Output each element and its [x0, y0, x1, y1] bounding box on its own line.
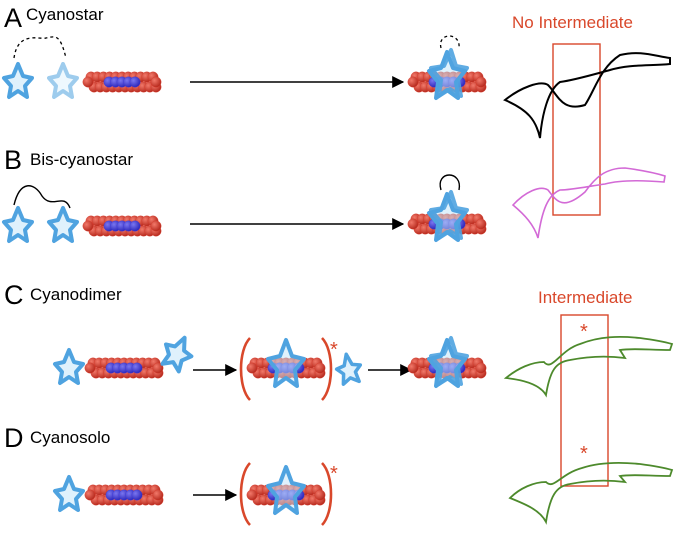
nitrogen-atom	[131, 489, 143, 501]
bracket-icon	[239, 462, 252, 526]
cv-trace-icon	[503, 336, 674, 398]
intermediate-mark: *	[580, 321, 588, 343]
oxygen-atom	[246, 362, 258, 374]
panel-a: A Cyanostar No Intermediate	[2, 3, 671, 216]
cyanostar-icon	[2, 62, 34, 99]
anion-rod-icon	[82, 215, 162, 237]
oxygen-atom	[150, 220, 162, 232]
cyanostar-icon	[53, 475, 85, 512]
oxygen-atom	[82, 220, 94, 232]
panel-name: Cyanosolo	[30, 428, 110, 447]
bracket-icon	[239, 337, 252, 401]
bracket-icon	[320, 337, 333, 401]
cyanostar-icon	[53, 348, 85, 385]
cv-annotation: Intermediate	[538, 288, 633, 307]
cyanostar-icon	[334, 352, 363, 386]
oxygen-atom	[82, 76, 94, 88]
anion-rod-icon	[84, 484, 164, 506]
panel-b: B Bis-cyanostar	[2, 145, 666, 243]
panel-letter: C	[4, 280, 24, 310]
highlight-box	[560, 314, 609, 487]
cyanostar-icon	[47, 206, 79, 243]
oxygen-atom	[407, 362, 419, 374]
oxygen-atom	[314, 489, 326, 501]
highlight-box	[552, 43, 601, 216]
intermediate-mark: *	[330, 463, 338, 485]
panel-name: Bis-cyanostar	[30, 150, 133, 169]
anion-rod-icon	[82, 71, 162, 93]
panel-c: C Cyanodimer * Intermediate *	[4, 280, 674, 487]
panel-letter: A	[4, 3, 22, 33]
oxygen-atom	[150, 76, 162, 88]
oxygen-atom	[152, 489, 164, 501]
dashed-linker	[440, 35, 460, 49]
solid-linker	[13, 185, 71, 209]
anion-rod-icon	[84, 357, 164, 379]
nitrogen-atom	[131, 362, 143, 374]
cv-trace-icon	[503, 52, 671, 139]
cv-annotation: No Intermediate	[512, 13, 633, 32]
panel-letter: D	[4, 423, 24, 453]
intermediate-mark: *	[580, 443, 588, 465]
cv-trace-icon	[511, 167, 666, 239]
oxygen-atom	[246, 489, 258, 501]
oxygen-atom	[407, 76, 419, 88]
oxygen-atom	[314, 362, 326, 374]
oxygen-atom	[152, 362, 164, 374]
solid-linker	[439, 174, 460, 191]
complex-icon	[407, 336, 487, 388]
cyanostar-icon	[2, 206, 34, 243]
panel-name: Cyanodimer	[30, 285, 122, 304]
panel-name: Cyanostar	[26, 5, 104, 24]
complex-icon	[407, 174, 487, 242]
oxygen-atom	[475, 76, 487, 88]
oxygen-atom	[84, 362, 96, 374]
complex-icon	[246, 338, 326, 388]
oxygen-atom	[84, 489, 96, 501]
oxygen-atom	[475, 362, 487, 374]
oxygen-atom	[475, 218, 487, 230]
oxygen-atom	[407, 218, 419, 230]
complex-icon	[407, 35, 487, 100]
cyanostar-icon	[47, 62, 79, 99]
bracket-icon	[320, 462, 333, 526]
nitrogen-atom	[129, 76, 141, 88]
nitrogen-atom	[129, 220, 141, 232]
cyanostar-icon	[160, 335, 194, 374]
cv-trace-icon	[508, 461, 674, 525]
dashed-linker	[13, 36, 67, 59]
panel-d: D Cyanosolo * *	[4, 423, 674, 526]
complex-icon	[246, 465, 326, 515]
intermediate-mark: *	[330, 339, 338, 361]
panel-letter: B	[4, 145, 22, 175]
